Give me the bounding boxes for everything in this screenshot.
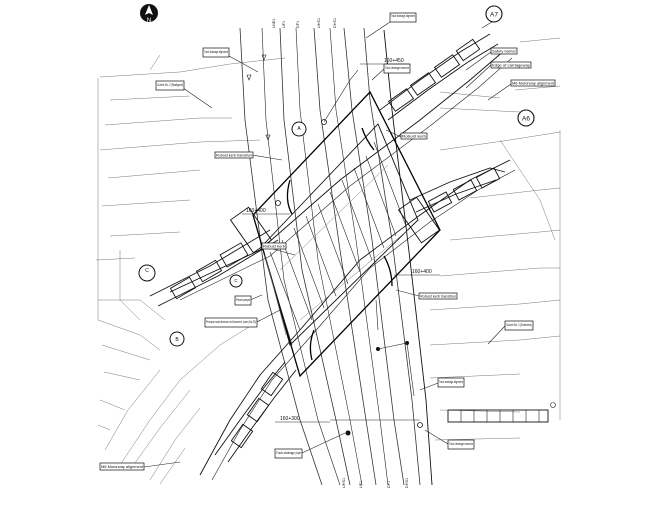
callout-culvert-upper-left: Culvert No. 2 (Realigned) <box>155 80 185 91</box>
marker-a7: A7 <box>485 5 503 23</box>
svg-text:UF1: UF1 <box>282 21 286 28</box>
svg-text:UHS1: UHS1 <box>317 18 321 28</box>
callout-safety-barrier: Safety barrier <box>490 47 518 55</box>
north-arrow-label: N <box>147 18 151 24</box>
svg-text:Safety barrier: Safety barrier <box>492 50 517 54</box>
leader-lines <box>143 21 512 468</box>
marker-a6: A6 <box>517 109 535 127</box>
callout-m6-motorway-alignment-bottom: M6 Motorway alignment <box>99 462 145 471</box>
svg-text:UF1: UF1 <box>359 481 363 488</box>
svg-text:DF1: DF1 <box>296 21 300 28</box>
track-ids-top: LNE1 UF1 DF1 UHS1 DHS1 <box>272 18 337 28</box>
svg-text:Track drainage alignment: Track drainage alignment <box>439 380 463 384</box>
svg-text:Track drainage manhole: Track drainage manhole <box>449 442 473 446</box>
field-boundaries-right <box>429 37 561 441</box>
svg-text:M6 Motorway alignment: M6 Motorway alignment <box>512 82 554 86</box>
chainage-right: 160+400 <box>412 269 432 275</box>
svg-text:Culvert No. 2 (Extension): Culvert No. 2 (Extension) <box>506 323 532 327</box>
callout-track-drainage-top: Track drainage alignment <box>389 12 417 23</box>
marker-c: C <box>138 264 156 282</box>
marker-c-label: C <box>145 268 149 274</box>
svg-text:Culvert No. 2 (Realigned): Culvert No. 2 (Realigned) <box>157 83 183 87</box>
svg-text:M6 Motorway alignment: M6 Motorway alignment <box>101 465 143 469</box>
marker-a7-label: A7 <box>490 12 498 19</box>
svg-text:Track drainage manhole: Track drainage manhole <box>385 66 409 70</box>
callout-edge-of-carriageway: Edge of carriageway <box>490 61 532 69</box>
svg-text:Track drainage alignment: Track drainage alignment <box>391 14 415 18</box>
svg-text:Principal road diversion to Bo: Principal road diversion to Bowmer's Lan… <box>206 320 256 324</box>
marker-c-small: C <box>229 274 243 288</box>
callout-m6-motorway-alignment: M6 Motorway alignment <box>510 79 556 87</box>
field-boundaries-left <box>95 54 286 431</box>
svg-text:DF1: DF1 <box>387 481 391 488</box>
svg-text:Track drainage pipe: Track drainage pipe <box>276 451 301 455</box>
callout-robust-kerb-top: Robust kerb <box>400 132 428 140</box>
svg-text:Track drainage alignment: Track drainage alignment <box>204 50 228 54</box>
callout-track-drainage-right: Track drainage alignment <box>437 377 465 388</box>
svg-text:LNE1: LNE1 <box>272 19 276 29</box>
chainage-bottom: 160+300 <box>280 416 300 422</box>
chainage-labels: 160+450 160+400 160+400 160+300 <box>242 58 440 423</box>
callout-precast-parapet: Precast parapet <box>234 295 252 306</box>
svg-text:Precast parapet: Precast parapet <box>236 298 250 302</box>
svg-text:Robust kerb: Robust kerb <box>263 245 285 249</box>
deck-hatching <box>264 141 409 346</box>
svg-text:UHS1: UHS1 <box>342 478 346 488</box>
marker-a-top: A <box>291 121 307 137</box>
railway-tracks <box>239 27 433 486</box>
chainage-top: 160+450 <box>384 58 404 64</box>
upper-viaduct <box>149 19 499 307</box>
north-arrow: N <box>140 4 158 24</box>
callout-principal-road-diversion: Principal road diversion to Bowmer's Lan… <box>204 317 258 328</box>
chainage-left: 160+400 <box>246 208 266 214</box>
svg-text:Robust kerb transition: Robust kerb transition <box>420 295 456 299</box>
svg-text:Robust kerb: Robust kerb <box>402 135 426 139</box>
callout-robust-kerb-left: Robust kerb <box>261 242 287 250</box>
svg-text:DHS1: DHS1 <box>405 478 409 488</box>
lower-viaduct <box>214 167 506 463</box>
drainage-line <box>275 69 423 436</box>
callout-robust-kerb-transition-right: Robust kerb transition <box>418 292 458 300</box>
track-ids-bottom: UHS1 UF1 DF1 DHS1 <box>342 478 409 488</box>
marker-c-small-label: C <box>234 278 238 283</box>
callout-robust-kerb-transition-left: Robust kerb transition <box>214 151 254 159</box>
svg-text:Edge of carriageway: Edge of carriageway <box>492 64 530 68</box>
callout-track-drainage-pipe-bottom: Track drainage pipe <box>274 448 303 459</box>
marker-b-lower-label: B <box>175 337 179 343</box>
callout-culvert-right: Culvert No. 2 (Extension) <box>504 320 534 331</box>
marker-a-top-label: A <box>297 126 301 132</box>
callout-track-drainage-upper-left: Track drainage alignment <box>202 47 230 58</box>
callout-track-drainage-manhole-top: Track drainage manhole <box>383 63 411 74</box>
callout-track-drainage-manhole-bottom: Track drainage manhole <box>447 439 475 450</box>
marker-a6-label: A6 <box>522 116 530 123</box>
motorway-carriageways <box>104 49 516 485</box>
svg-text:Robust kerb transition: Robust kerb transition <box>216 154 252 158</box>
bridge-deck <box>229 90 441 378</box>
svg-text:DHS1: DHS1 <box>333 18 337 28</box>
culvert-segment <box>447 402 556 423</box>
marker-b-lower: B <box>169 331 185 347</box>
